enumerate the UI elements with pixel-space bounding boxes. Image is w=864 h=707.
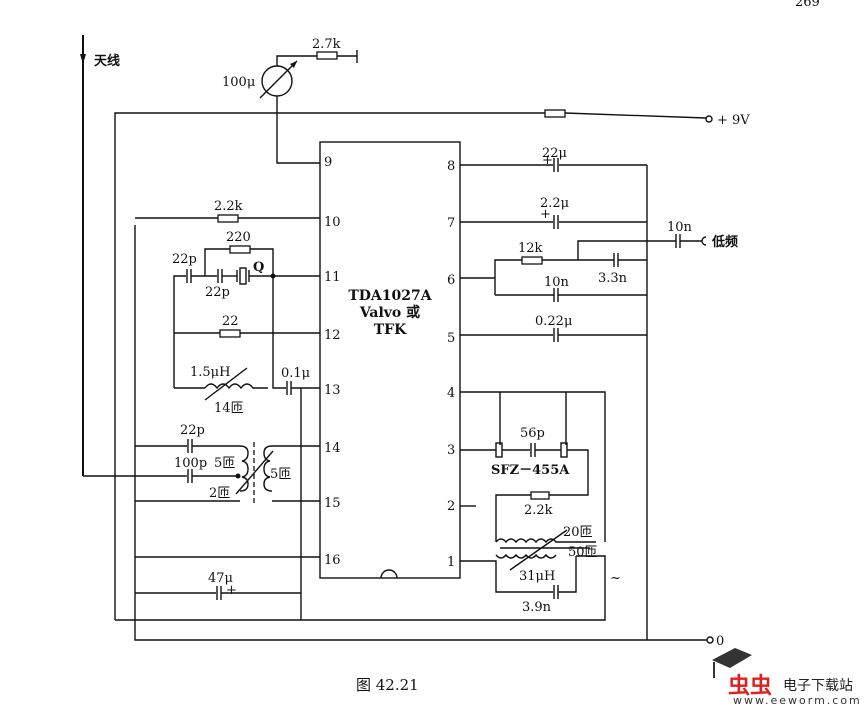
graduation-cap-icon	[712, 648, 752, 668]
supply-rail: + 9V	[114, 109, 750, 620]
c-pin6-b-label: 10n	[544, 275, 570, 290]
pin-4: 4	[447, 386, 455, 401]
tuning-meter: 100μ 2.7k	[222, 37, 358, 164]
watermark-brand: 虫虫	[728, 673, 772, 699]
crystal-q	[239, 267, 247, 285]
resistor-220	[229, 245, 251, 254]
antenna-label: 天线	[94, 53, 120, 69]
pin-1: 1	[447, 555, 455, 570]
pin-13: 13	[324, 383, 341, 398]
resistor-2-2k-filter	[530, 491, 550, 500]
ground-terminal	[706, 636, 714, 644]
c-if-label: 3.9n	[522, 600, 552, 615]
c-pin13-label: 0.1μ	[281, 366, 310, 381]
filter-element-1	[495, 442, 503, 458]
resistor-22-pin12	[219, 329, 241, 338]
resistor-12k	[521, 256, 543, 265]
c-pin5-label: 0.22μ	[535, 314, 572, 329]
pin-15: 15	[324, 496, 341, 511]
capacitor-22u: 22μ +	[460, 146, 647, 172]
r-pin6-label: 12k	[518, 241, 543, 256]
pin-5: 5	[447, 331, 455, 346]
pin16-network: 47μ +	[135, 556, 320, 600]
watermark-url: www.eeworm.com	[733, 694, 862, 707]
r-pin12-label: 22	[222, 314, 239, 329]
r-pin10-label: 2.2k	[214, 199, 243, 214]
page-number: 269	[795, 0, 820, 10]
pin-12: 12	[324, 328, 341, 343]
r-filter-label: 2.2k	[524, 503, 553, 518]
pin-3: 3	[447, 443, 455, 458]
resistor-2-2k-pin10: 2.2k	[135, 199, 320, 223]
plus-sign: +	[540, 207, 551, 222]
t1-primary-label: 5匝	[214, 456, 235, 471]
capacitor-2-2u: 2.2μ +	[460, 196, 647, 229]
supply-terminal	[705, 115, 713, 123]
pin-8: 8	[447, 159, 455, 174]
c-osc1-label: 22p	[172, 252, 197, 267]
if-transformer: 20匝 50匝 31μH 3.9n ~	[300, 525, 621, 621]
audio-out-label: 低频	[711, 234, 738, 250]
supply-label: + 9V	[717, 113, 750, 128]
c-pin7-label: 2.2μ	[540, 196, 569, 211]
l-osc-label: 1.5μH	[190, 365, 230, 380]
c-out-label: 10n	[667, 220, 693, 235]
antenna-transformer: 22p 100p 5匝 2匝 5匝	[135, 423, 320, 505]
ic-label-3: TFK	[374, 322, 407, 338]
resistor-2-7k	[316, 51, 338, 60]
pin-11: 11	[324, 270, 341, 285]
figure-caption: 图 42.21	[356, 676, 419, 694]
c-filter-label: 56p	[520, 426, 545, 441]
ground-rail: 0	[115, 225, 724, 649]
ic-label-1: TDA1027A	[348, 288, 432, 304]
l-osc-turns-label: 14匝	[214, 401, 244, 416]
c-pin8-label: 22μ	[542, 146, 567, 161]
r-crystal-label: 220	[226, 230, 251, 245]
pin-6: 6	[447, 273, 455, 288]
pin6-network: 12k 3.3n 10n	[460, 240, 676, 302]
ic-pins-left: 9 10 11 12 13 14 15 16	[324, 155, 341, 568]
r-meter-label: 2.7k	[312, 37, 341, 52]
pin-16: 16	[324, 553, 341, 568]
pin-2: 2	[447, 499, 455, 514]
filter-element-2	[560, 442, 568, 458]
c-pin16-label: 47μ	[208, 571, 233, 586]
c-ant1-label: 22p	[180, 423, 205, 438]
audio-output: 10n 低频	[667, 220, 738, 250]
pin-14: 14	[324, 441, 341, 456]
plus-sign: +	[542, 153, 553, 168]
pin-7: 7	[447, 216, 455, 231]
watermark: 虫虫 电子下载站 www.eeworm.com	[712, 648, 862, 707]
c-osc2-label: 22p	[205, 285, 230, 300]
inductor-1-5uh	[204, 383, 268, 390]
t1-tap-label: 2匝	[209, 486, 230, 501]
ground-label: 0	[716, 634, 724, 649]
ic-pins-right: 8 7 6 5 4 3 2 1	[447, 159, 455, 570]
ac-symbol: ~	[610, 571, 621, 586]
t2-secondary-label: 50匝	[568, 545, 598, 560]
t2-primary-label: 20匝	[563, 525, 593, 540]
ceramic-filter-section: 56p SFZ－455A 2.2k	[460, 391, 606, 542]
meter-label: 100μ	[222, 75, 255, 90]
t1-secondary-label: 5匝	[270, 467, 291, 482]
ic-tda1027a: TDA1027A Valvo 或 TFK	[319, 141, 461, 579]
oscillator-section: 22p 22p 220 Q 22 1.5μH 14匝 0.1μ	[172, 230, 320, 620]
ic-label-2: Valvo 或	[359, 304, 420, 321]
filter-label: SFZ－455A	[491, 463, 570, 478]
l-if-label: 31μH	[519, 569, 555, 584]
crystal-label: Q	[253, 260, 264, 275]
pin-10: 10	[324, 215, 341, 230]
plus-sign: +	[226, 583, 237, 598]
antenna-line: 天线	[80, 35, 185, 477]
resistor-22-supply	[544, 109, 566, 118]
c-pin6-a-label: 3.3n	[598, 271, 628, 286]
capacitor-0-22u: 0.22μ	[460, 314, 647, 342]
watermark-text: 电子下载站	[783, 678, 853, 694]
c-ant2-label: 100p	[174, 456, 207, 471]
pin-9: 9	[324, 155, 332, 170]
